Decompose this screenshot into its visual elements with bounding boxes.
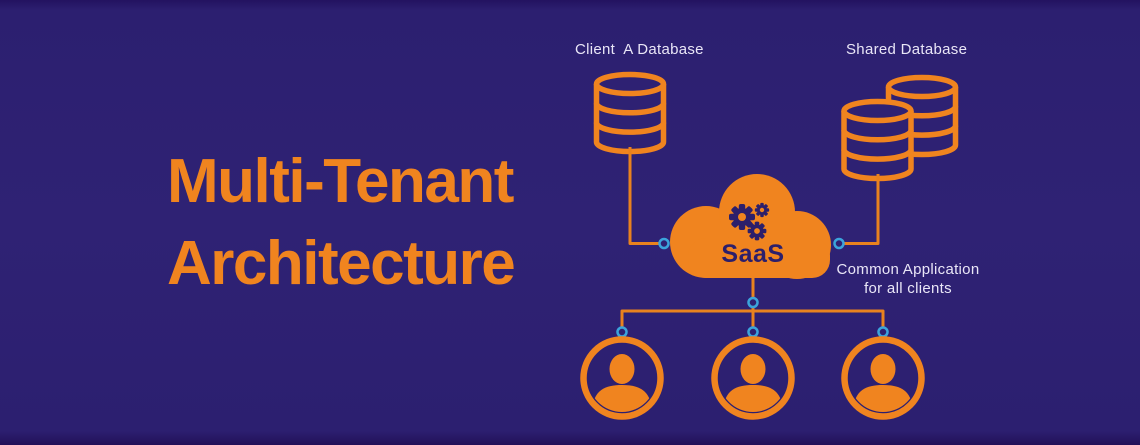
- user-icon: [715, 340, 792, 417]
- line-clientdb-to-cloud: [628, 147, 664, 245]
- shared-database-front-icon: [844, 102, 911, 179]
- connector-dot: [658, 237, 670, 250]
- shared-database-label: Shared Database: [846, 41, 968, 58]
- client-database-icon: [597, 75, 664, 152]
- connector-dot: [747, 326, 759, 338]
- line-shareddb-to-cloud: [839, 174, 880, 245]
- connector-dot: [747, 296, 759, 309]
- common-application-line2: for all clients: [864, 280, 952, 297]
- page-title-line2: Architecture: [167, 229, 516, 298]
- gear-icon: [747, 221, 767, 241]
- connector-dot: [877, 326, 889, 338]
- client-database-label: Client A Database: [575, 41, 704, 58]
- common-application-label: Common Application for all clients: [832, 260, 984, 298]
- common-application-line1: Common Application: [836, 261, 980, 278]
- user-icon: [845, 340, 922, 417]
- user-icon: [584, 340, 661, 417]
- page-title: Multi-Tenant Architecture: [167, 141, 516, 305]
- connector-dot: [616, 326, 628, 338]
- connector-dot: [833, 237, 845, 250]
- page-title-line1: Multi-Tenant: [167, 147, 514, 216]
- cloud-icon: [670, 174, 831, 279]
- saas-cloud-label: SaaS: [721, 240, 785, 268]
- gear-icon: [754, 202, 770, 218]
